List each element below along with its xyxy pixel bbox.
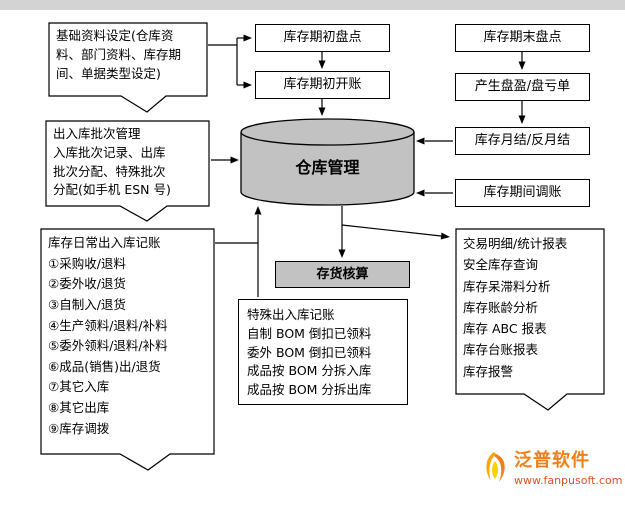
document-shape <box>48 22 208 113</box>
node-daily-ledger-label: 库存日常出入库记账 ①采购收/退料 ②委外收/退货 ③自制入/退货 ④生产领料/… <box>48 235 168 436</box>
node-batch-management-label: 出入库批次管理 入库批次记录、出库 批次分配、特殊批次 分配(如手机 ESN 号… <box>53 126 171 198</box>
node-warehouse-cylinder: 仓库管理 <box>240 118 415 206</box>
node-monthly-close: 库存月结/反月结 <box>455 127 590 155</box>
node-ending-count: 库存期末盘点 <box>455 24 590 52</box>
cylinder-shape <box>240 118 415 206</box>
node-opening-entry: 库存期初开账 <box>255 71 390 99</box>
fanpu-logo: 泛普软件 www.fanpusoft.com <box>482 450 623 487</box>
node-reports-label: 交易明细/统计报表 安全库存查询 库存呆滞料分析 库存账龄分析 库存 ABC 报… <box>463 236 568 379</box>
node-reports: 交易明细/统计报表 安全库存查询 库存呆滞料分析 库存账龄分析 库存 ABC 报… <box>455 228 605 412</box>
logo-url: www.fanpusoft.com <box>514 473 623 487</box>
logo-name: 泛普软件 <box>514 450 590 471</box>
node-surplus-deficit: 产生盘盈/盘亏单 <box>455 73 590 101</box>
node-inventory-accounting: 存货核算 <box>275 261 410 288</box>
node-warehouse-label: 仓库管理 <box>295 158 360 177</box>
fanpu-flame-icon <box>486 452 505 482</box>
node-period-adjust: 库存期间调账 <box>455 179 590 207</box>
node-basic-setup-label: 基础资料设定(仓库资 料、部门资料、库存期 间、单据类型设定) <box>56 28 182 81</box>
document-shape <box>455 228 605 411</box>
node-special-ledger: 特殊出入库记账 自制 BOM 倒扣已领料 委外 BOM 倒扣已领料 成品按 BO… <box>238 299 408 405</box>
node-batch-management: 出入库批次管理 入库批次记录、出库 批次分配、特殊批次 分配(如手机 ESN 号… <box>45 120 210 223</box>
document-shape <box>45 120 210 222</box>
node-basic-setup: 基础资料设定(仓库资 料、部门资料、库存期 间、单据类型设定) <box>48 22 208 114</box>
node-daily-ledger: 库存日常出入库记账 ①采购收/退料 ②委外收/退货 ③自制入/退货 ④生产领料/… <box>40 228 215 472</box>
document-shape <box>40 228 215 471</box>
window-edge-strip <box>0 0 625 10</box>
node-opening-count: 库存期初盘点 <box>255 24 390 52</box>
